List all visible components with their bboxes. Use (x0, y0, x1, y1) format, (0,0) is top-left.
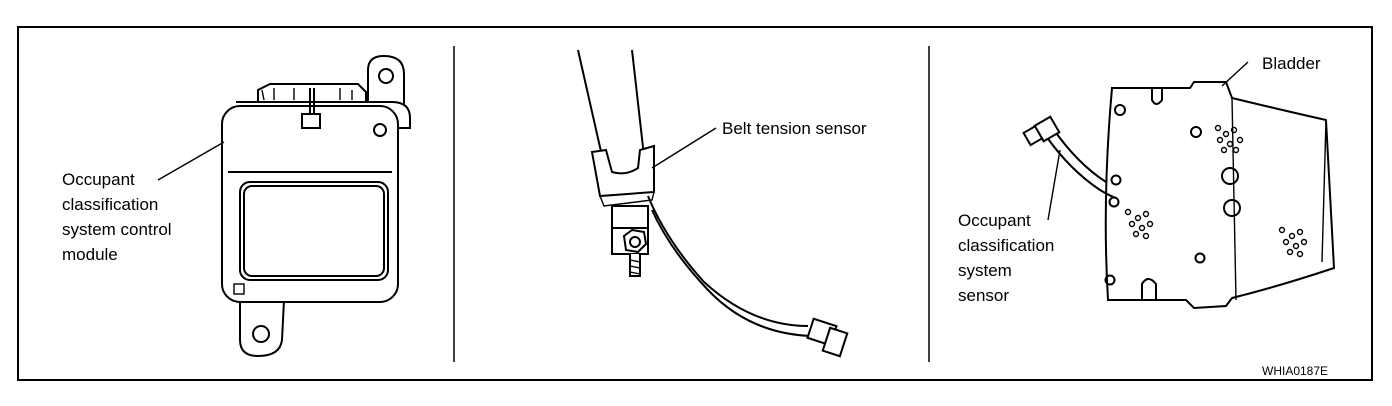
bladder-leader-line (1221, 61, 1249, 87)
label-belt-tension-sensor: Belt tension sensor (722, 119, 867, 138)
bladder-sensor-drawing (1022, 61, 1336, 310)
control-module-drawing (157, 54, 411, 358)
figure-frame (17, 26, 1373, 381)
sensor-leader-line (1047, 149, 1061, 221)
module-leader-line (157, 141, 225, 181)
belt-leader-line (651, 127, 717, 169)
figure-code: WHIA0187E (1262, 364, 1329, 378)
label-occupant-sensor: Occupant classification system sensor (958, 211, 1055, 305)
label-bladder: Bladder (1262, 54, 1321, 73)
label-control-module: Occupant classification system control m… (62, 170, 172, 264)
belt-sensor-drawing (577, 49, 849, 358)
